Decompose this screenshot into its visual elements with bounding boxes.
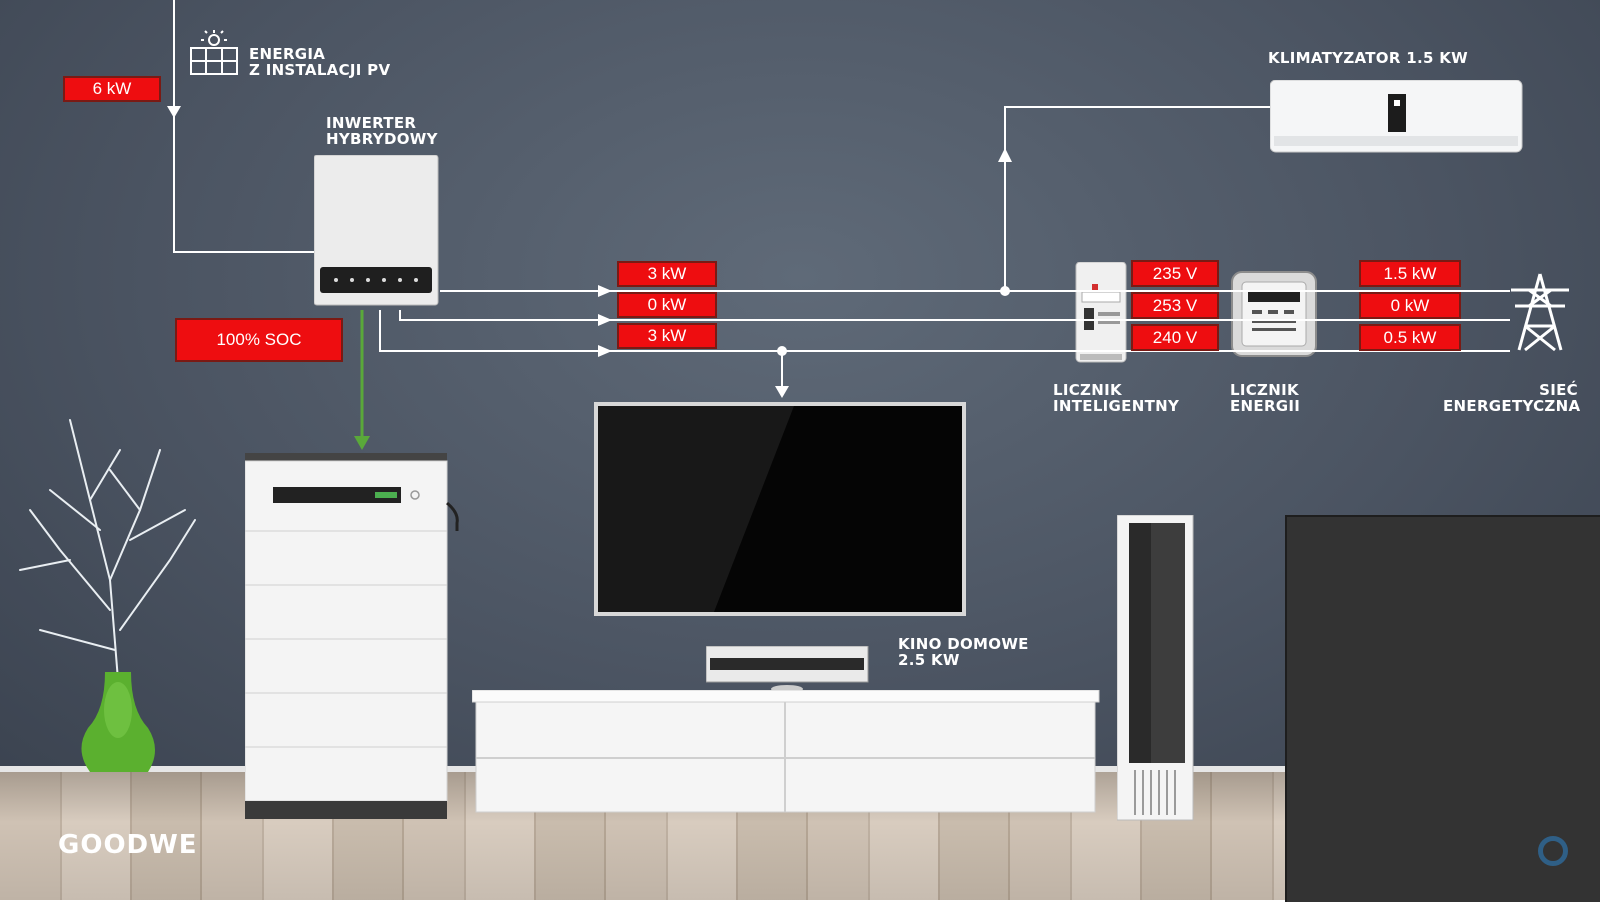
brand-logo: GOODWE bbox=[58, 830, 198, 860]
tv-cabinet bbox=[472, 690, 1100, 813]
grid-1-power-readout: 1.5 kW bbox=[1359, 260, 1461, 287]
solar-panel-icon bbox=[190, 30, 238, 75]
pv-source-label: ENERGIA Z INSTALACJI PV bbox=[249, 45, 391, 79]
battery-stack bbox=[245, 453, 459, 819]
home-cinema-label: KINO DOMOWE 2.5 kW bbox=[898, 635, 1029, 669]
watermark-ring-icon bbox=[1538, 836, 1568, 866]
smart-meter-device bbox=[1075, 262, 1127, 363]
voltage-1-readout: 235 V bbox=[1131, 260, 1219, 287]
pv-power-readout: 6 kW bbox=[63, 76, 161, 102]
grid-3-power-readout: 0.5 kW bbox=[1359, 324, 1461, 351]
energy-meter-device bbox=[1231, 271, 1317, 357]
air-conditioner-label: KLIMATYZATOR 1.5 kW bbox=[1268, 49, 1468, 67]
inverter-label: INWERTER HYBRYDOWY bbox=[326, 114, 438, 148]
line-3-power-readout: 3 kW bbox=[617, 323, 717, 349]
plant-vase-decoration bbox=[19, 419, 196, 772]
battery-soc-readout: 100% SOC bbox=[175, 318, 343, 362]
hybrid-inverter bbox=[314, 155, 439, 306]
energy-meter-label: LICZNIK ENERGII bbox=[1230, 381, 1301, 415]
voltage-3-readout: 240 V bbox=[1131, 324, 1219, 351]
television bbox=[594, 402, 966, 616]
smart-meter-label: LICZNIK INTELIGENTNY bbox=[1053, 381, 1180, 415]
air-conditioner-unit bbox=[1270, 80, 1523, 153]
line-1-power-readout: 3 kW bbox=[617, 261, 717, 287]
tower-speaker bbox=[1117, 515, 1194, 821]
soundbar-center-speaker bbox=[706, 646, 869, 693]
grid-2-power-readout: 0 kW bbox=[1359, 292, 1461, 319]
line-2-power-readout: 0 kW bbox=[617, 292, 717, 318]
voltage-2-readout: 253 V bbox=[1131, 292, 1219, 319]
power-tower-icon bbox=[1511, 273, 1569, 352]
grid-label: SIEĆ ENERGETYCZNA bbox=[1443, 381, 1581, 415]
